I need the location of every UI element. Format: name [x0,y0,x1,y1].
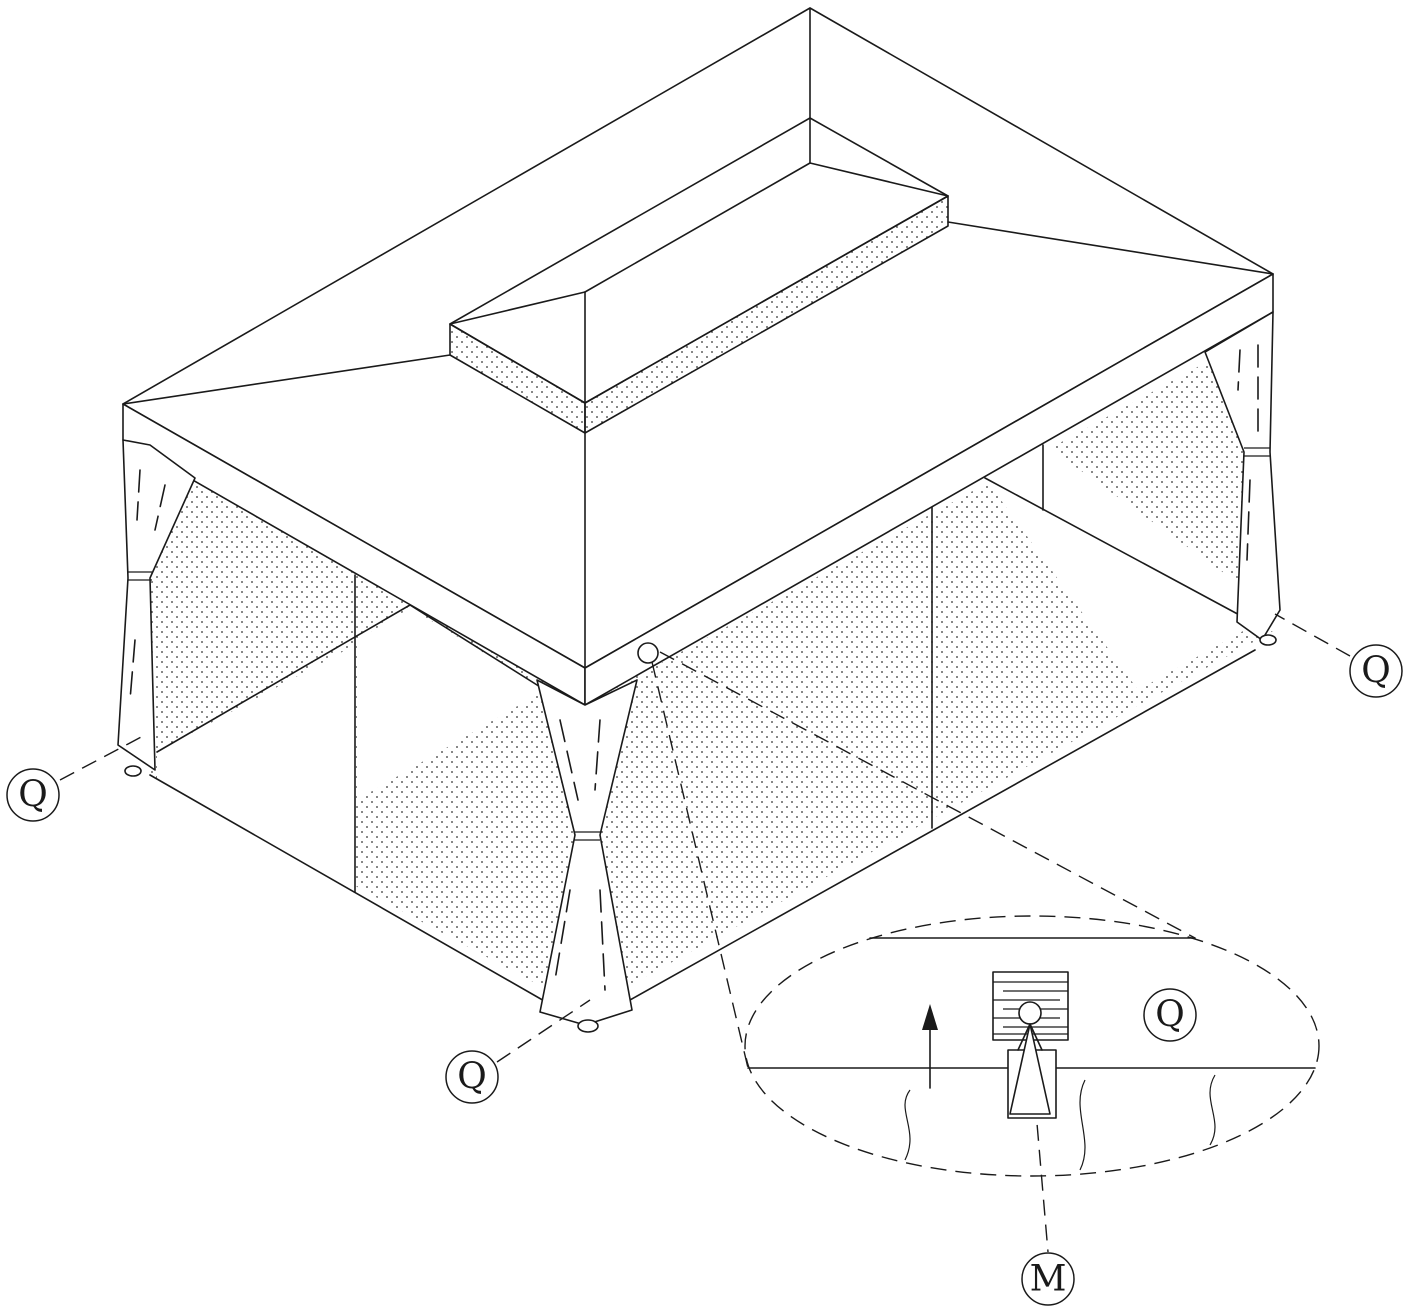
left-wall-window-right [357,608,545,800]
callout-q-detail-label: Q [1155,995,1185,1036]
clamp-block [992,971,1069,1119]
callout-q-right-label: Q [1361,651,1391,692]
roof-vent [449,117,949,434]
left-wall-window-left [157,645,355,892]
callout-q-front-label: Q [457,1057,487,1098]
right-wall-window [985,445,1245,690]
frame-lines [149,444,1256,1011]
connector-point [637,642,659,664]
callout-q-front: Q [445,1050,499,1104]
arrow-up-icon [922,1004,938,1089]
callout-q-left: Q [6,768,60,822]
callout-q-detail: Q [1143,988,1197,1042]
callout-q-left-label: Q [18,775,48,816]
callout-m-label: M [1030,1259,1067,1300]
callout-m: M [1021,1252,1075,1306]
vent-side-right [584,195,949,434]
corner-post-front [536,679,638,1033]
corner-post-right [1204,311,1281,646]
netting-walls [150,338,1275,1010]
corner-post-left [117,439,196,777]
callout-q-right: Q [1349,644,1403,698]
detail-inset-boundary [744,915,1320,1177]
detail-inset [744,915,1320,1177]
